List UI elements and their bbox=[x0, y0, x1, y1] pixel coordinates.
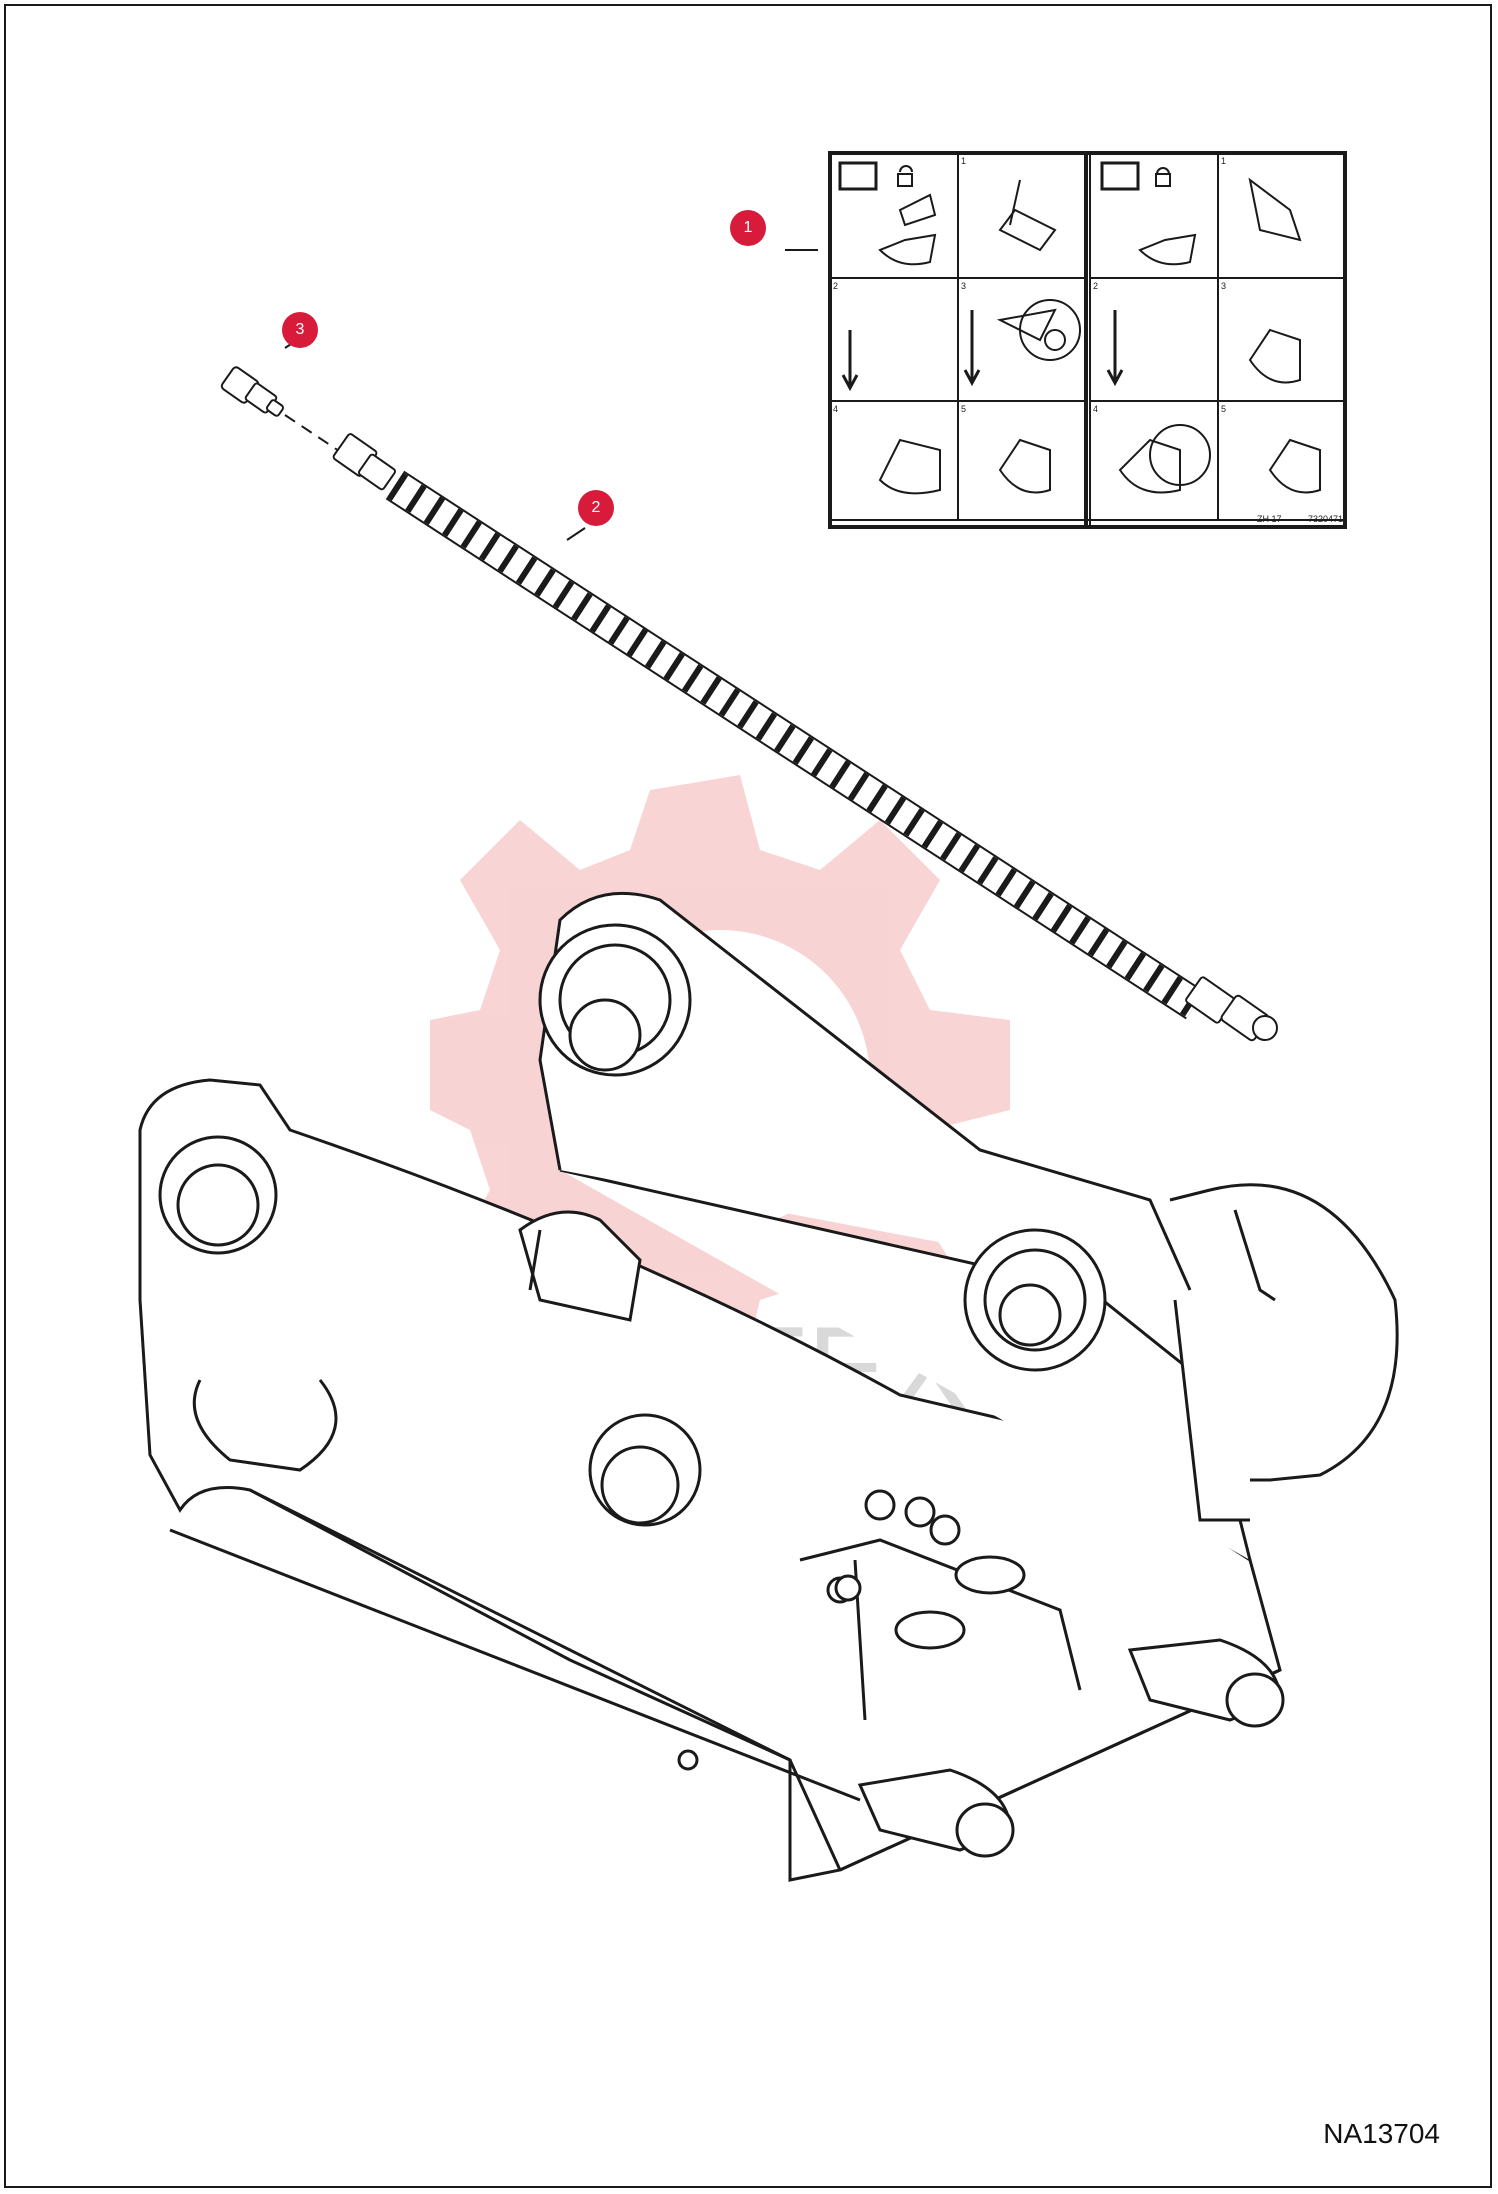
decal-footer-right: 7320471 bbox=[1308, 514, 1344, 524]
decal-panel-number: 2 bbox=[833, 281, 839, 291]
decal-panel-number: 4 bbox=[1093, 404, 1099, 414]
lock-icon bbox=[1155, 173, 1171, 187]
drawing-frame bbox=[4, 4, 1492, 2188]
decal-panel-number: 2 bbox=[1093, 281, 1099, 291]
decal-footer-left: ZH 17 bbox=[1257, 514, 1282, 524]
grease-fitting bbox=[220, 366, 284, 417]
assembly-line-3 bbox=[284, 414, 346, 456]
decal-sheet bbox=[828, 151, 1347, 529]
decal-panel-number: 3 bbox=[961, 281, 967, 291]
hydraulic-hose bbox=[332, 433, 1278, 1042]
unlock-icon bbox=[899, 165, 913, 173]
callout-badge-2[interactable]: 2 bbox=[578, 490, 614, 526]
decal-panel-number: 1 bbox=[961, 156, 967, 166]
decal-panel-number: 3 bbox=[1221, 281, 1227, 291]
callout-badge-1[interactable]: 1 bbox=[730, 210, 766, 246]
decal-panel-number: 5 bbox=[1221, 404, 1227, 414]
callout-badge-3[interactable]: 3 bbox=[282, 312, 318, 348]
decal-panel-number: 4 bbox=[833, 404, 839, 414]
manual-book-icon bbox=[838, 161, 878, 191]
quick-coupler bbox=[138, 891, 1399, 1882]
decal-panel-number: 1 bbox=[1221, 156, 1227, 166]
decal-panel-number: 5 bbox=[961, 404, 967, 414]
drawing-number: NA13704 bbox=[1323, 2118, 1440, 2149]
manual-book-icon bbox=[1100, 161, 1140, 191]
